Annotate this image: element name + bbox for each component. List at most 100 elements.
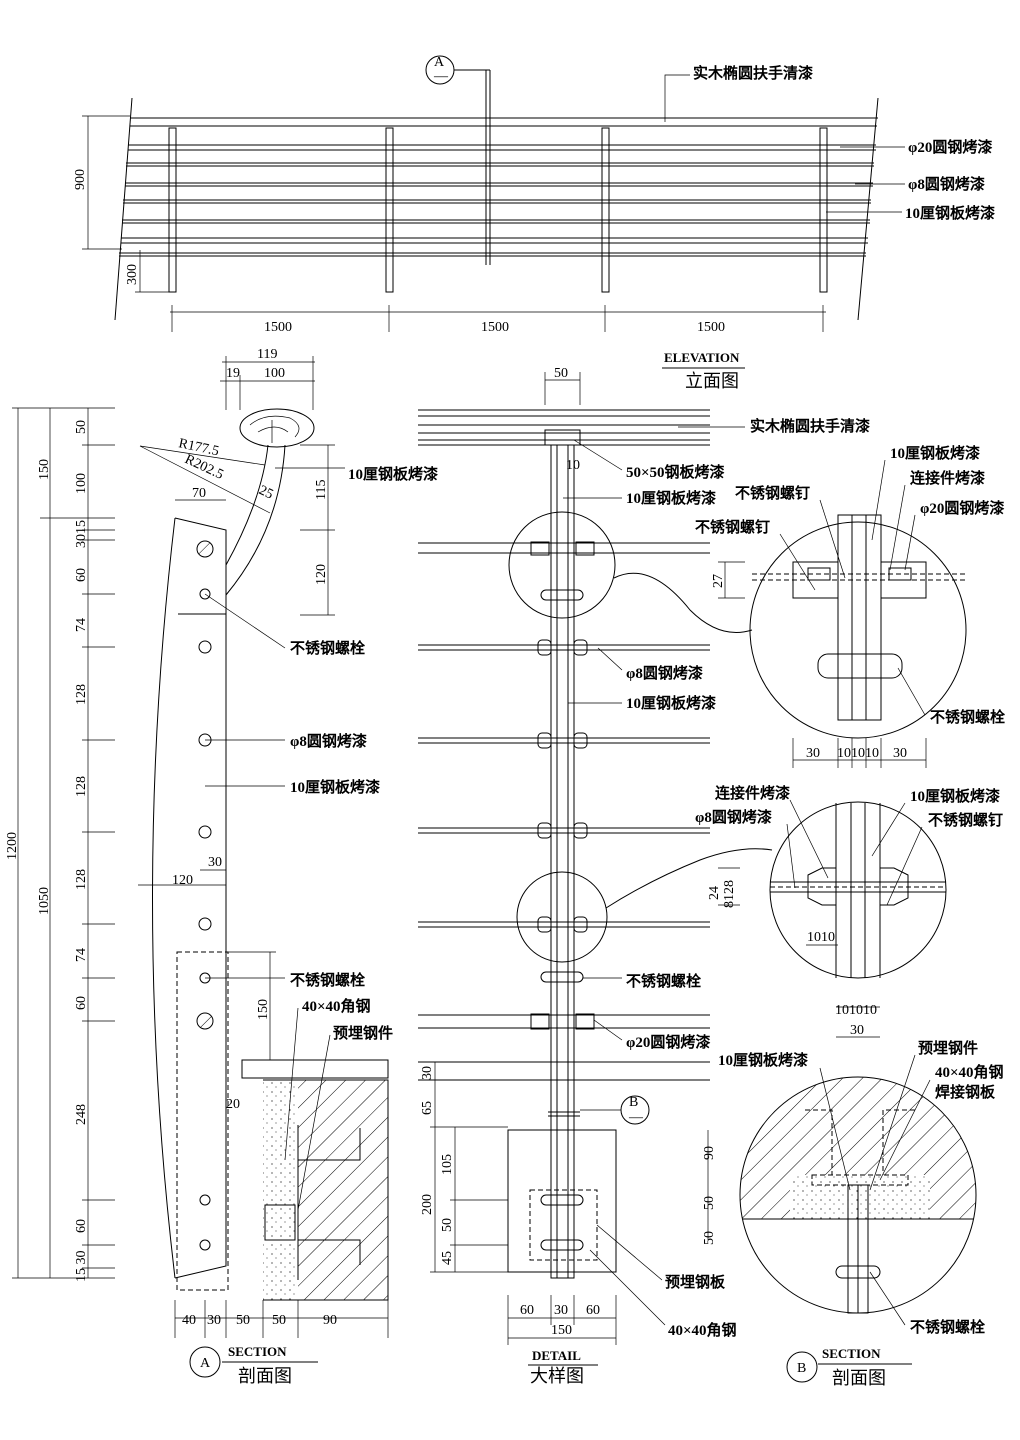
zoom1-labels-connector: 连接件烤漆 — [910, 469, 985, 487]
section-a-dims-bottom-4: 90 — [323, 1313, 337, 1328]
section-a-dims-top-12: 15 30 — [74, 1251, 89, 1283]
section-a-labels-embed: 预埋钢件 — [333, 1024, 393, 1042]
detail-labels-embed-plate: 预埋钢板 — [665, 1273, 726, 1291]
zoom1-labels-screw2: 不锈钢螺钉 — [695, 518, 770, 536]
zoom1-dims-w-0: 30 — [806, 746, 820, 761]
section-a-view: 1200 150 1050 50 100 3015 60 74 128 128 … — [5, 347, 438, 1386]
section-mark-a: A — — [425, 55, 455, 85]
detail-labels-plate50: 50×50钢板烤漆 — [626, 463, 725, 481]
section-a-labels-angle: 40×40角钢 — [302, 997, 371, 1015]
elevation-title-en: ELEVATION — [664, 350, 740, 365]
post-plate — [174, 517, 227, 1279]
zoom1-labels-rod20: φ20圆钢烤漆 — [920, 499, 1004, 517]
section-b-labels-weld: 焊接钢板 — [935, 1083, 996, 1101]
elevation-view: A — 实木椭圆扶手清漆 φ20圆钢烤漆 φ8圆钢烤漆 10厘钢板烤漆 900 … — [73, 55, 995, 391]
section-a-title-en: SECTION — [228, 1344, 287, 1359]
elevation-dims-span2: 1500 — [481, 320, 509, 335]
zoom1-labels-screw1: 不锈钢螺钉 — [735, 484, 810, 502]
detail-mark: B — [629, 1095, 638, 1110]
wood-handrail — [239, 408, 315, 448]
tick-lines — [82, 444, 115, 1269]
detail-view: 50 B — 30 65 200 105 50 45 60 30 60 150 … — [418, 366, 870, 1386]
label-rod8: φ8圆钢烤漆 — [908, 175, 985, 193]
detail-title-cn: 大样图 — [530, 1366, 584, 1386]
section-b-mark: B — [797, 1361, 806, 1376]
zoom1-dims-w-3: 10 — [865, 746, 879, 761]
curved-bracket — [225, 444, 286, 596]
section-a-dims-top-1: 100 — [74, 473, 89, 494]
section-a-mark: A — [200, 1356, 211, 1371]
section-a-dims-d1050: 1050 — [37, 887, 52, 915]
section-a-dims-w30: 30 — [208, 855, 222, 870]
section-a-dims-bottom-0: 40 — [182, 1313, 196, 1328]
detail-mark-sub: — — [628, 1110, 644, 1125]
detail-labels-handrail: 实木椭圆扶手清漆 — [750, 417, 870, 435]
detail-labels-rod8: φ8圆钢烤漆 — [626, 664, 703, 682]
section-b-dims-h50b: 50 — [702, 1231, 717, 1245]
section-a-dims-bottom-2: 50 — [236, 1313, 250, 1328]
section-a-dims-top-8: 74 — [74, 948, 89, 962]
section-a-dims-h120: 120 — [314, 564, 329, 585]
zoom1-dims-h27: 27 — [711, 574, 726, 588]
section-a-labels-rod8: φ8圆钢烤漆 — [290, 732, 367, 750]
section-a-dims-top-10: 248 — [74, 1104, 89, 1125]
elevation-dims-low: 300 — [125, 264, 140, 285]
section-b-labels-angle: 40×40角钢 — [935, 1063, 1004, 1081]
zoom2-dims-b30: 30 — [850, 1023, 864, 1038]
section-a-labels-plate-top: 10厘钢板烤漆 — [348, 465, 438, 483]
detail-title-en: DETAIL — [532, 1348, 581, 1363]
elevation-dims-span3: 1500 — [697, 320, 725, 335]
section-b-labels-embed: 预埋钢件 — [918, 1039, 978, 1057]
section-a-dims-top-7: 128 — [74, 869, 89, 890]
elevation-section-sub: — — [433, 69, 449, 84]
handrail-lines — [418, 409, 710, 446]
section-b-labels-plate: 10厘钢板烤漆 — [718, 1051, 808, 1069]
section-a-title-cn: 剖面图 — [238, 1366, 292, 1386]
section-a-dims-d150: 150 — [37, 459, 52, 480]
section-a-dims-top-4: 74 — [74, 618, 89, 632]
detail-dims-top50: 50 — [554, 366, 568, 381]
section-a-dims-top-11: 60 — [74, 1219, 89, 1233]
section-a-dims-r2: R202.5 — [182, 452, 225, 483]
label-handrail: 实木椭圆扶手清漆 — [693, 64, 813, 82]
section-a-dims-bottom-3: 50 — [272, 1313, 286, 1328]
section-a-dims-t25: 25 — [256, 483, 275, 503]
rails — [119, 117, 878, 257]
detail-dims-d30: 30 — [420, 1066, 435, 1080]
section-a-dims-top-3: 60 — [74, 568, 89, 582]
detail-post — [550, 444, 575, 1279]
zoom2-labels-plate: 10厘钢板烤漆 — [910, 787, 1000, 805]
label-plate: 10厘钢板烤漆 — [905, 204, 995, 222]
detail-dims-d50: 50 — [440, 1218, 455, 1232]
section-a-labels-plate: 10厘钢板烤漆 — [290, 778, 380, 796]
detail-labels-bolt: 不锈钢螺栓 — [626, 972, 701, 990]
elevation-dims-span1: 1500 — [264, 320, 292, 335]
section-b-dims-h50a: 50 — [702, 1196, 717, 1210]
section-a-dims-w120: 120 — [172, 873, 193, 888]
section-a-dims-w19: 19 — [226, 366, 240, 381]
zoom-detail-1: 27 10厘钢板烤漆 连接件烤漆 不锈钢螺钉 φ20圆钢烤漆 不锈钢螺钉 不锈钢… — [695, 444, 1005, 768]
zoom2-dims-h8128: 8128 — [722, 880, 737, 908]
section-b-labels-bolt: 不锈钢螺栓 — [910, 1318, 985, 1336]
zoom1-labels-bolt: 不锈钢螺栓 — [930, 708, 1005, 726]
detail-dims-b150: 150 — [551, 1323, 572, 1338]
detail-labels-plate2: 10厘钢板烤漆 — [626, 694, 716, 712]
detail-dims-b30: 30 — [554, 1303, 568, 1318]
detail-dims-b60a: 60 — [520, 1303, 534, 1318]
label-rod20: φ20圆钢烤漆 — [908, 138, 992, 156]
section-a-dims-total: 1200 — [5, 832, 20, 860]
zoom2-labels-connector: 连接件烤漆 — [715, 784, 790, 802]
bolt-holes — [198, 588, 212, 1251]
section-a-labels-bolt1: 不锈钢螺栓 — [290, 639, 365, 657]
zoom2-dims-w1010: 1010 — [807, 930, 835, 945]
section-a-dims-w119: 119 — [257, 347, 277, 362]
elevation-section-mark: A — [434, 55, 445, 70]
section-a-dims-w100: 100 — [264, 366, 285, 381]
section-a-dims-top-9: 60 — [74, 996, 89, 1010]
detail-dims-d105: 105 — [440, 1154, 455, 1175]
section-a-dims-h115: 115 — [314, 480, 329, 500]
section-b-view: 90 50 50 10厘钢板烤漆 预埋钢件 40×40角钢 焊接钢板 不锈钢螺栓… — [702, 1039, 1004, 1388]
zoom2-labels-rod8: φ8圆钢烤漆 — [695, 808, 772, 826]
elevation-dims: 900 300 1500 1500 1500 — [73, 115, 826, 335]
elevation-title-cn: 立面图 — [685, 371, 739, 391]
